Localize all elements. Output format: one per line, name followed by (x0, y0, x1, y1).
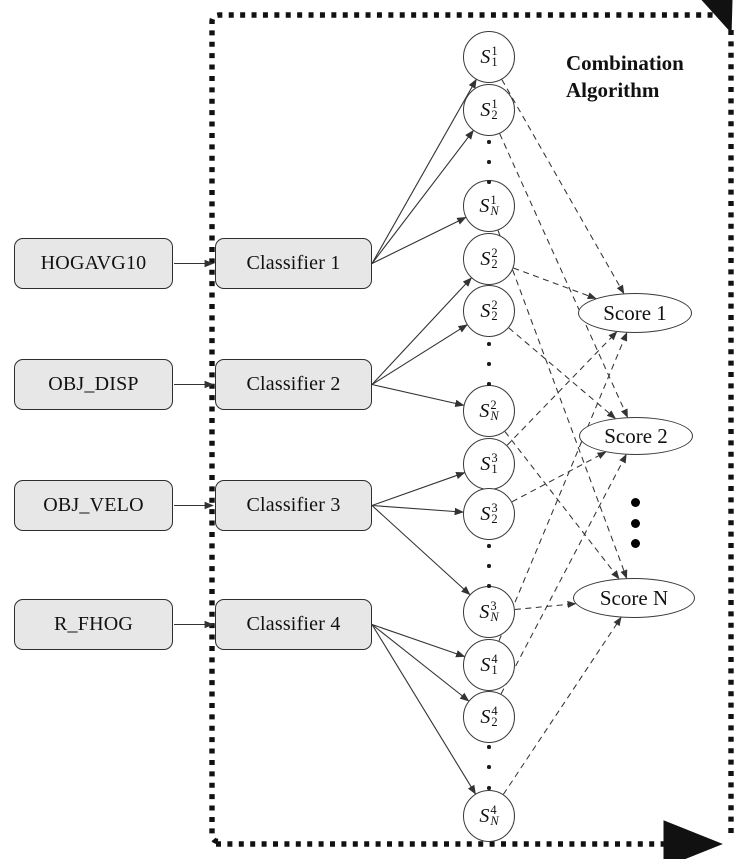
edge-s4N-score-n (502, 616, 622, 795)
edge-classifier-4-s41 (371, 623, 466, 658)
ellipsis-dot (487, 564, 491, 568)
edge-s31-score-1 (506, 331, 618, 446)
ellipsis-dot (487, 765, 491, 769)
ellipsis-dot (487, 544, 491, 548)
dotted-border-left-top (209, 0, 734, 845)
classifier-1: Classifier 1 (215, 238, 372, 289)
edge-classifier-1-s1N (371, 216, 467, 264)
edge-classifier-3-s32 (371, 504, 465, 516)
feature-obj-disp: OBJ_DISP (14, 359, 173, 410)
feature-hogavg10: HOGAVG10 (14, 238, 173, 289)
edge-classifier-2-s22a (371, 277, 472, 385)
score-ellipsis-dot (630, 538, 640, 548)
score-1: Score 1 (578, 293, 692, 333)
ellipsis-dot (487, 382, 491, 386)
score-n: Score N (573, 578, 695, 618)
classifier-2: Classifier 2 (215, 359, 372, 410)
dotted-border (209, 0, 734, 859)
feature-r-fhog: R_FHOG (14, 599, 173, 650)
edge-classifier-4-s4N (371, 624, 476, 795)
classifier-4: Classifier 4 (215, 599, 372, 650)
edge-s22b-score-2 (508, 327, 616, 419)
edge-s22a-score-1 (513, 267, 597, 300)
edge-classifier-3-s31 (371, 471, 466, 507)
feature-obj-velo: OBJ_VELO (14, 480, 173, 531)
edge-classifier-3-s3N (371, 505, 471, 596)
edge-classifier-1-s11 (371, 78, 477, 264)
edge-s41-score-1 (498, 331, 628, 642)
score-2: Score 2 (579, 417, 693, 455)
edges-layer (174, 78, 629, 795)
ellipsis-dot (487, 745, 491, 749)
ellipsis-dot (487, 342, 491, 346)
ellipsis-dot (487, 160, 491, 164)
score-ellipsis-dot (630, 518, 640, 528)
edge-s1N-score-n (497, 230, 628, 579)
edge-s11-score-1 (501, 79, 625, 295)
ellipsis-dot (487, 180, 491, 184)
edge-classifier-1-s12 (371, 129, 474, 264)
edge-s42-score-2 (500, 453, 627, 695)
edge-classifier-4-s42 (371, 624, 470, 702)
ellipsis-dot (487, 140, 491, 144)
edge-s32-score-2 (511, 451, 607, 503)
edge-classifier-2-s2N (371, 383, 465, 408)
ellipsis-dot (487, 786, 491, 790)
ellipsis-dot (487, 584, 491, 588)
ellipsis-dot (487, 362, 491, 366)
combination-algorithm-label: Combination Algorithm (566, 51, 684, 102)
classifier-3: Classifier 3 (215, 480, 372, 531)
score-ellipsis-dot (630, 497, 640, 507)
edge-classifier-2-s22b (371, 324, 468, 385)
